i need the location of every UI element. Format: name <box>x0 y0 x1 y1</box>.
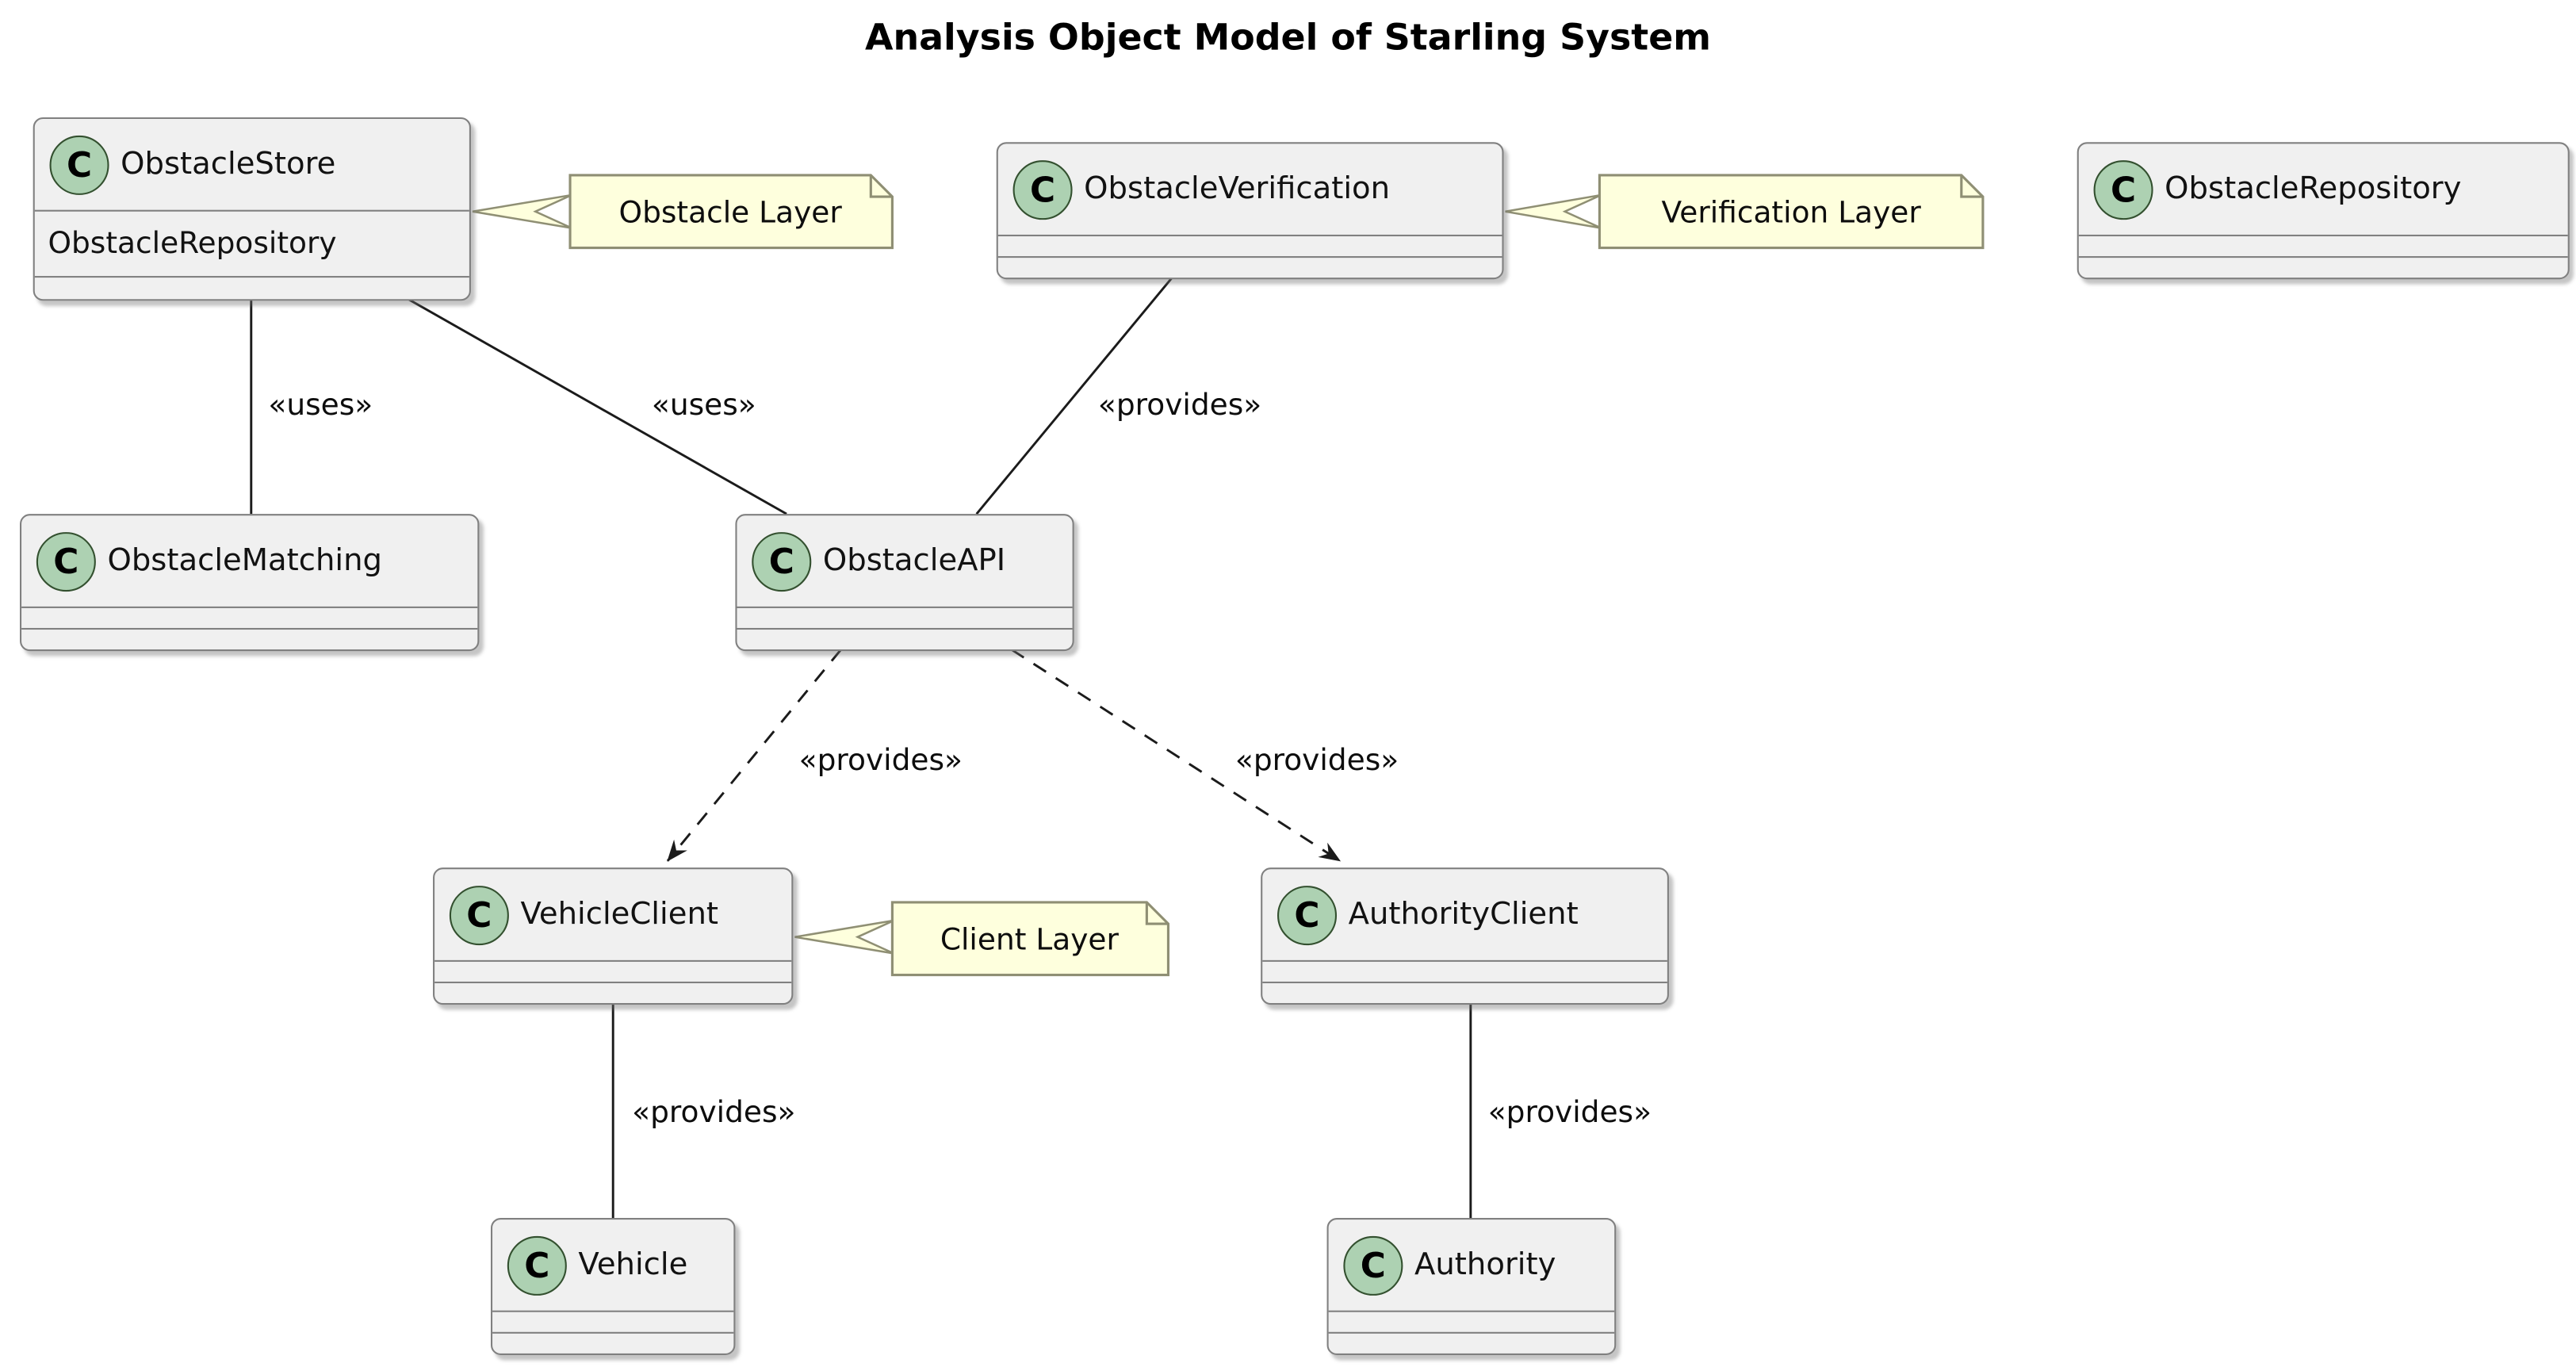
class-name: ObstacleMatching <box>107 543 383 579</box>
class-header: C ObstacleVerification <box>998 144 1502 235</box>
class-name: AuthorityClient <box>1348 897 1579 932</box>
class-authority: C Authority <box>1326 1217 1617 1355</box>
note-fold-corner <box>869 174 893 198</box>
class-name: VehicleClient <box>520 897 718 932</box>
class-authorityclient: C AuthorityClient <box>1261 867 1669 1005</box>
methods-compartment <box>34 276 469 299</box>
note-fold-corner <box>1960 174 1983 198</box>
class-c-icon: C <box>752 531 812 592</box>
fields-compartment <box>434 959 792 982</box>
class-c-icon: C <box>507 1235 567 1295</box>
methods-compartment <box>434 981 792 1003</box>
field-text: ObstacleRepository <box>48 226 337 262</box>
class-name: ObstacleVerification <box>1084 171 1391 207</box>
class-c-icon: C <box>449 885 509 945</box>
fields-compartment <box>997 234 1502 256</box>
note-fold-corner <box>1145 902 1169 925</box>
class-header: C Authority <box>1329 1220 1615 1311</box>
class-name: Vehicle <box>578 1247 688 1283</box>
methods-compartment <box>21 627 478 649</box>
note-text-verification-layer: Verification Layer <box>1661 195 1921 231</box>
note-text-client-layer: Client Layer <box>940 922 1119 958</box>
note-text-obstacle-layer: Obstacle Layer <box>618 195 842 231</box>
note-pointer <box>472 193 572 229</box>
diagram-title: Analysis Object Model of Starling System <box>864 17 1712 60</box>
class-header: C AuthorityClient <box>1262 869 1667 960</box>
methods-compartment <box>1262 981 1667 1003</box>
fields-compartment <box>2078 234 2568 256</box>
class-header: C ObstacleMatching <box>21 515 477 607</box>
class-c-icon: C <box>49 134 109 194</box>
class-header: C Vehicle <box>492 1220 733 1311</box>
fields-compartment <box>737 606 1073 628</box>
edge-label-uses-1: «uses» <box>268 388 373 423</box>
note-verification-layer <box>1505 174 1985 250</box>
note-client-layer <box>794 901 1170 977</box>
class-header: C ObstacleAPI <box>737 515 1073 607</box>
fields-compartment <box>21 606 478 628</box>
class-vehicle: C Vehicle <box>490 1217 736 1355</box>
methods-compartment <box>997 256 1502 278</box>
note-pointer <box>794 919 895 955</box>
class-c-icon: C <box>36 531 96 592</box>
edge-label-provides-3: «provides» <box>1234 743 1399 779</box>
fields-compartment <box>492 1310 734 1332</box>
fields-compartment: ObstacleRepository <box>34 209 469 276</box>
methods-compartment <box>492 1331 734 1354</box>
edge-provides-obstacleapi-authorityclient <box>1010 648 1342 863</box>
class-name: Authority <box>1414 1247 1556 1283</box>
class-obstacleverification: C ObstacleVerification <box>996 142 1504 280</box>
class-obstacleapi: C ObstacleAPI <box>735 514 1074 652</box>
edge-label-provides-1: «provides» <box>1097 388 1262 423</box>
class-obstaclematching: C ObstacleMatching <box>20 514 480 652</box>
fields-compartment <box>1328 1310 1615 1332</box>
class-c-icon: C <box>1343 1235 1403 1295</box>
class-vehicleclient: C VehicleClient <box>433 867 794 1005</box>
class-c-icon: C <box>2093 159 2153 220</box>
edge-uses-obstaclestore-obstacleapi <box>408 297 787 515</box>
class-obstaclestore: C ObstacleStore ObstacleRepository <box>33 117 471 301</box>
class-header: C VehicleClient <box>434 869 791 960</box>
class-header: C ObstacleStore <box>35 119 469 210</box>
edge-provides-obstacleapi-vehicleclient <box>666 649 842 862</box>
methods-compartment <box>1328 1331 1615 1354</box>
note-obstacle-layer <box>472 174 894 250</box>
class-obstaclerepository: C ObstacleRepository <box>2076 142 2570 280</box>
fields-compartment <box>1262 959 1667 982</box>
class-c-icon: C <box>1012 159 1073 220</box>
edge-label-provides-4: «provides» <box>632 1095 796 1131</box>
methods-compartment <box>737 627 1073 649</box>
class-name: ObstacleRepository <box>2165 171 2462 207</box>
class-name: ObstacleStore <box>121 147 336 182</box>
note-pointer <box>1505 193 1602 229</box>
edge-label-uses-2: «uses» <box>651 388 756 423</box>
edge-provides-obstacleverification-obstacleapi <box>975 274 1176 515</box>
class-name: ObstacleAPI <box>822 543 1006 579</box>
methods-compartment <box>2078 256 2568 278</box>
class-header: C ObstacleRepository <box>2079 144 2568 235</box>
edge-label-provides-5: «provides» <box>1487 1095 1652 1131</box>
edge-label-provides-2: «provides» <box>798 743 963 779</box>
class-c-icon: C <box>1277 885 1338 945</box>
